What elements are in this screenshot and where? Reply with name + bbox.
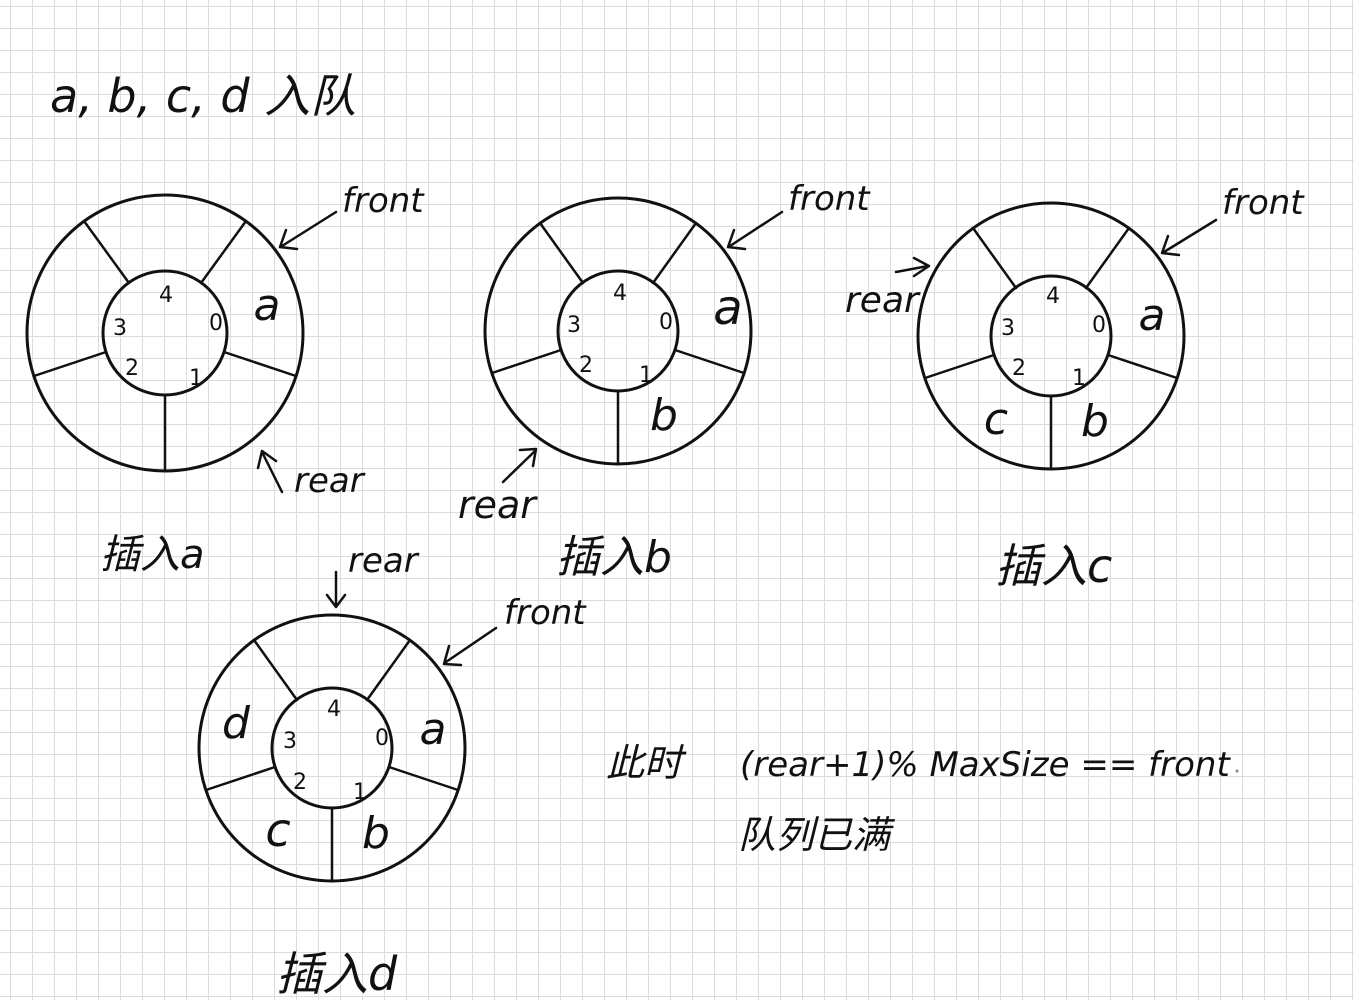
queue-caption: 插入b (556, 532, 672, 583)
front-label: front (342, 181, 425, 221)
queue-diagram-insert-b: 4 0 1 2 3 a b front rear 插入b (458, 179, 871, 583)
queue-full-note: 此时 (rear+1)% MaxSize == front 队列已满 (606, 741, 1239, 857)
front-label: front (504, 593, 587, 633)
slot-index-4: 4 (159, 283, 173, 308)
rear-label: rear (845, 280, 921, 321)
queue-cell-1: b (362, 808, 390, 859)
queue-diagram-insert-c: 4 0 1 2 3 a b c front rear 插入c (845, 183, 1305, 593)
slot-index-3: 3 (1001, 316, 1015, 341)
slot-index-0: 0 (375, 726, 389, 751)
front-label: front (788, 179, 871, 219)
slot-index-2: 2 (125, 356, 139, 381)
queue-cell-0: a (420, 704, 447, 755)
queue-caption: 插入a (100, 532, 205, 578)
queue-caption: 插入d (276, 947, 398, 1000)
slot-index-2: 2 (1012, 356, 1026, 381)
rear-pointer-arrow (256, 449, 284, 494)
slot-index-3: 3 (113, 316, 127, 341)
queue-diagram-insert-a: 4 0 1 2 3 a front rear 插入a (25, 181, 425, 578)
slot-index-1: 1 (639, 363, 653, 388)
front-pointer-arrow (1160, 218, 1218, 257)
queue-cell-0: a (713, 280, 742, 336)
slot-index-1: 1 (353, 780, 367, 805)
queue-cell-0: a (254, 280, 281, 331)
queue-diagram-insert-d: 4 0 1 2 3 a b c d rear front 插入d (197, 541, 587, 1000)
queue-cell-1: b (1081, 396, 1109, 447)
slot-index-2: 2 (579, 353, 593, 378)
slot-index-0: 0 (209, 311, 223, 336)
front-label: front (1222, 183, 1305, 223)
queue-full-text: 队列已满 (738, 813, 896, 857)
front-pointer-arrow (442, 626, 498, 667)
queue-caption: 插入c (995, 539, 1112, 593)
front-pointer-arrow (278, 210, 338, 251)
slot-index-3: 3 (283, 729, 297, 754)
rear-label: rear (348, 541, 420, 581)
rear-label: rear (458, 483, 538, 527)
queue-cell-1: b (650, 390, 678, 441)
front-pointer-arrow (726, 210, 784, 251)
rear-pointer-arrow (325, 570, 347, 609)
slot-index-4: 4 (327, 697, 341, 722)
slot-index-4: 4 (1046, 284, 1060, 309)
note-prefix: 此时 (606, 741, 687, 785)
queue-cell-2: c (265, 803, 290, 857)
full-condition-formula: (rear+1)% MaxSize == front (740, 745, 1231, 785)
slot-index-0: 0 (1092, 313, 1106, 338)
rear-pointer-arrow (894, 256, 931, 278)
slot-index-3: 3 (567, 313, 581, 338)
ring-insert-c (916, 201, 1186, 471)
ring-insert-d (197, 613, 467, 883)
heading-text: a, b, c, d 入队 (50, 69, 356, 123)
slot-index-0: 0 (659, 310, 673, 335)
queue-cell-3: d (222, 698, 251, 749)
stray-dot (1235, 769, 1239, 773)
queue-cell-0: a (1139, 290, 1166, 341)
ring-insert-a (25, 193, 305, 473)
rear-pointer-arrow (501, 447, 538, 484)
slot-index-1: 1 (1072, 366, 1086, 391)
ring-insert-b (483, 196, 753, 466)
queue-cell-2: c (984, 394, 1008, 445)
rear-label: rear (294, 461, 366, 501)
slot-index-4: 4 (613, 281, 627, 306)
slot-index-2: 2 (293, 770, 307, 795)
slot-index-1: 1 (189, 366, 203, 391)
